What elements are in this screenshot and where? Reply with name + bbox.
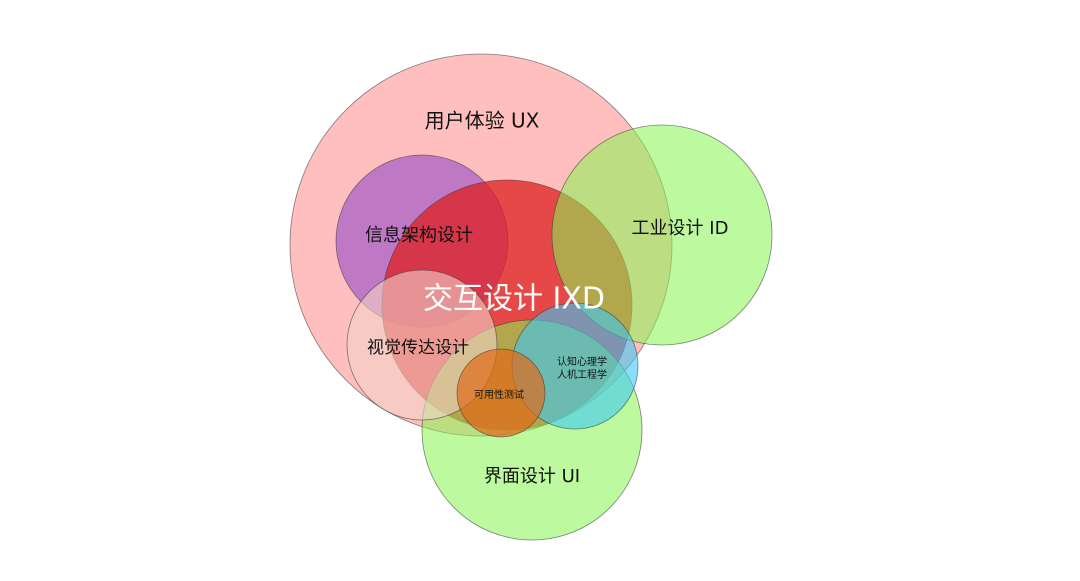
usability-label: 可用性测试 <box>474 388 524 401</box>
ixd-label: 交互设计 IXD <box>423 282 605 317</box>
ux-label: 用户体验 UX <box>425 109 540 133</box>
cognitive-label-1: 认知心理学 <box>557 355 607 368</box>
id-circle <box>551 124 773 346</box>
ia-label: 信息架构设计 <box>365 225 473 246</box>
id-label: 工业设计 ID <box>632 218 729 239</box>
ui-label: 界面设计 UI <box>484 466 580 487</box>
visual-label: 视觉传达设计 <box>367 338 469 358</box>
cognitive-label-2: 人机工程学 <box>557 368 607 381</box>
usability-circle <box>456 348 546 438</box>
